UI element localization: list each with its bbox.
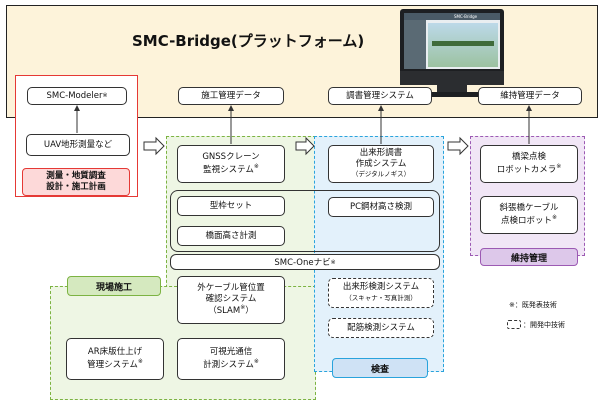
gnss-label: GNSSクレーン 監視システム [202,152,260,175]
monitor-bridge [432,41,494,46]
rebar-inspect-box: 配筋検測システム [328,318,434,338]
as-built-label: 出来形調書 作成システム [355,148,407,169]
legend-existing: ※：既発表技術 [509,300,557,310]
bridge-robot-box: 橋梁点検 ロボットカメラ※ [480,145,578,183]
planning-label: 測量・地質調査 設計・施工計画 [22,168,130,196]
ar-deck-mark: ※ [137,358,143,366]
vlc-box: 可視光通信 計測システム※ [177,338,285,380]
cable-robot-mark: ※ [551,214,558,222]
bridge-robot-label: 橋梁点検 ロボットカメラ [496,152,557,175]
cable-robot-label: 斜張橋ケーブル 点検ロボット [499,203,559,226]
monitor-stand [437,85,467,92]
slam-open: （SLAM [208,306,241,317]
gnss-box: GNSSクレーン 監視システム※ [177,145,285,183]
formwork-box: 型枠セット [177,196,285,216]
navi-mark: ※ [330,258,336,266]
pc-rebar-box: PC鋼材高さ検測 [328,197,434,217]
monitor-sidebar [404,20,426,69]
ar-deck-box: AR床版仕上げ 管理システム※ [66,338,164,380]
shape-measure-sub: （スキャナ・写真計測） [345,294,417,302]
shape-measure-box: 出来形検測システム（スキャナ・写真計測） [328,278,434,308]
site-label: 現場施工 [67,276,161,296]
arrow-site-to-inspection [295,136,315,156]
deck-height-box: 橋面高さ計測 [177,226,285,246]
ar-deck-label: AR床版仕上げ 管理システム [87,347,143,370]
arrow-survey-to-site [143,136,165,156]
smc-modeler-label: SMC-Modeler [46,90,103,101]
cable-robot-box: 斜張橋ケーブル 点検ロボット※ [480,196,578,234]
monitor-bezel [400,71,504,85]
monitor-brand: SMC-Bridge [454,14,478,19]
navi-bar: SMC-Oneナビ※ [170,254,440,270]
as-built-box: 出来形調書 作成システム（デジタルノギス） [328,145,434,183]
uav-box: UAV地形測量など [26,134,130,156]
monitor-image: SMC-Bridge [400,9,504,85]
monitor-base [422,92,482,97]
navi-label: SMC-Oneナビ [274,258,331,268]
monitor-screen: SMC-Bridge [404,13,500,69]
platform-title: SMC-Bridge(プラットフォーム) [132,32,365,50]
legend-developing-text: ：開発中技術 [523,321,565,329]
inspection-label: 検査 [332,358,428,378]
legend-dashed-swatch [507,320,521,329]
shape-measure-label: 出来形検測システム [342,282,420,293]
cable-ext-box: 外ケーブル管位置 確認システム （SLAM※） [177,276,285,324]
legend-existing-mark: ※ [509,301,515,309]
legend-existing-text: ：既発表技術 [514,301,557,309]
vlc-mark: ※ [253,358,259,366]
gnss-mark: ※ [253,163,259,171]
maintenance-data-box: 維持管理データ [478,87,582,105]
vlc-label: 可視光通信 計測システム [203,347,254,370]
smc-modeler-box: SMC-Modeler※ [27,87,127,105]
bridge-robot-mark: ※ [556,163,562,171]
as-built-sub: （デジタルノギス） [351,170,411,179]
arrow-inspection-to-maint [447,136,469,156]
slam-mark: ※ [240,304,246,312]
construction-data-box: 施工管理データ [178,87,284,105]
slam-close: ） [245,306,254,317]
monitor-header [404,13,500,20]
cable-ext-label: 外ケーブル管位置 確認システム [197,283,265,304]
smc-modeler-mark: ※ [102,92,108,100]
maint-label: 維持管理 [480,248,578,266]
survey-system-box: 調書管理システム [328,87,432,105]
shared-group-frame [170,190,440,252]
